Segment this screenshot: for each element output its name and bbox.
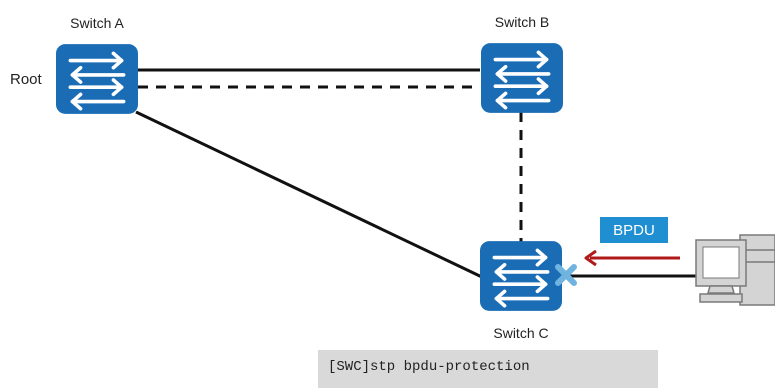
command-box: [SWC]stp bpdu-protection	[318, 350, 658, 388]
command-text: [SWC]stp bpdu-protection	[328, 359, 530, 375]
root-label: Root	[10, 71, 43, 88]
switch-a-label: Switch A	[70, 15, 124, 31]
blocked-x-icon	[555, 264, 577, 286]
bpdu-badge	[600, 217, 668, 243]
link-a-c	[135, 110, 485, 280]
switch-icon	[56, 44, 138, 114]
bpdu-arrow	[584, 249, 680, 267]
switch-icon	[480, 241, 562, 311]
switch-b-label: Switch B	[495, 14, 549, 30]
bpdu-label: BPDU	[613, 222, 655, 239]
computer-icon	[695, 234, 775, 306]
switch-c-label: Switch C	[493, 325, 548, 341]
switch-icon	[481, 43, 563, 113]
